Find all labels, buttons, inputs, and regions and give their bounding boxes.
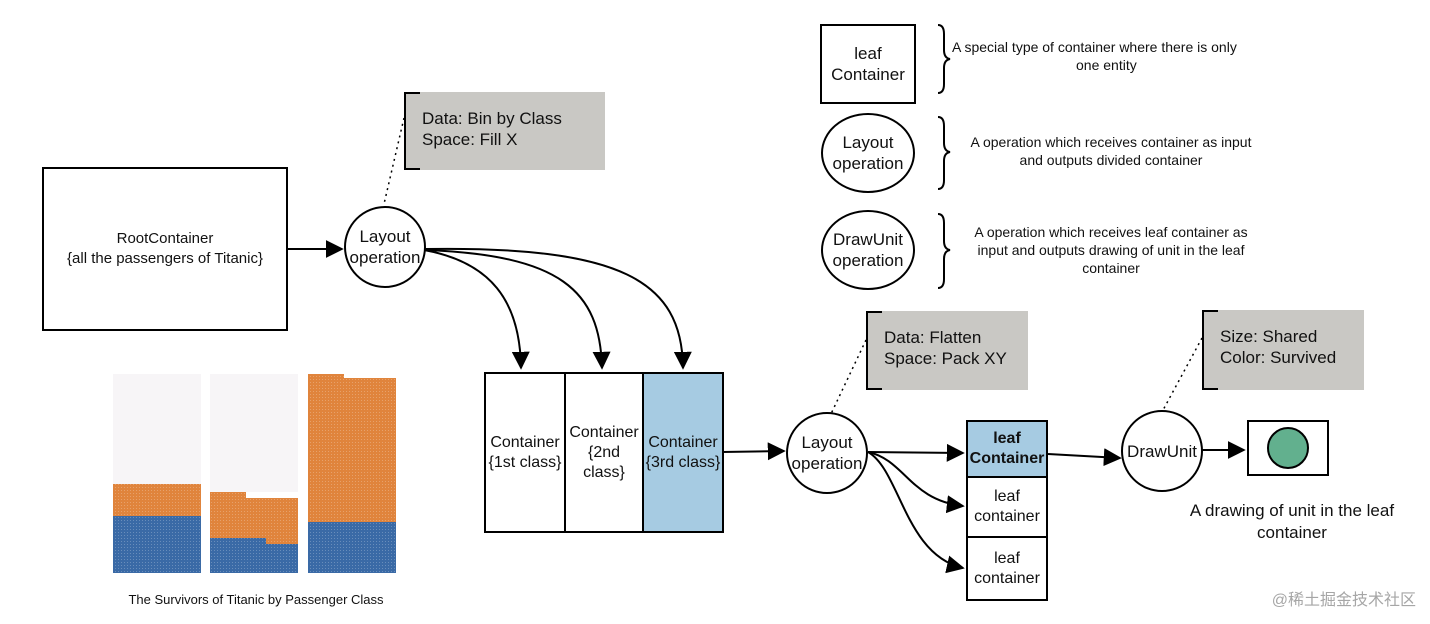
legend-leaf-line1: leaf: [854, 44, 882, 63]
arrow-layout-to-leaf-2: [867, 451, 965, 514]
note-bin-by-class: Data: Bin by Class Space: Fill X: [404, 92, 605, 170]
legend-layout-desc-line1: A operation which receives container as …: [970, 134, 1252, 150]
legend-leaf-desc-line2: one entity: [1076, 57, 1137, 73]
note-3-bracket: [1202, 310, 1218, 390]
leaf-container-highlighted: leaf Container: [966, 420, 1048, 478]
unit-caption: A drawing of unit in the leaf container: [1170, 500, 1414, 544]
drawunit-operation-label: DrawUnit: [1127, 441, 1197, 461]
layout-operation-2-line2: operation: [791, 454, 863, 473]
leaf-2-line1: leaf: [994, 488, 1020, 505]
legend-layout-line1: Layout: [842, 133, 894, 152]
root-container-subtitle: {all the passengers of Titanic}: [67, 250, 263, 267]
note-flatten: Data: Flatten Space: Pack XY: [866, 311, 1028, 390]
arrow-layout-to-container-2: [424, 249, 611, 370]
chart-caption: The Survivors of Titanic by Passenger Cl…: [128, 592, 384, 607]
legend-leaf-container-symbol: leaf Container: [820, 24, 916, 104]
class-2-dot-texture: [210, 492, 298, 573]
leaf-container-3: leaf container: [966, 536, 1048, 601]
class-2-empty-area: [210, 374, 298, 492]
container-3-line2: {3rd class}: [645, 453, 721, 471]
legend-drawunit-desc-line2: input and outputs drawing of unit in the…: [977, 242, 1245, 258]
note-2-bracket: [866, 311, 882, 390]
leaf-2-line2: container: [974, 508, 1040, 525]
legend-layout-line2: operation: [832, 154, 904, 173]
leaf-3-line1: leaf: [994, 549, 1020, 567]
arrow-container-to-layout-2: [721, 442, 786, 461]
arrow-layout-to-container-1: [423, 249, 530, 370]
class-1-empty-area: [113, 374, 201, 484]
container-3rd-class: Container {3rd class}: [642, 372, 724, 533]
arrow-layout-to-leaf-3: [867, 451, 965, 574]
arrow-layout-to-leaf-1: [867, 443, 965, 462]
root-container: RootContainer {all the passengers of Tit…: [42, 167, 288, 331]
brace-drawunit: [937, 213, 951, 289]
unit-caption-line1: A drawing of unit in the leaf: [1189, 501, 1395, 520]
container-2-line1: Container: [569, 423, 639, 441]
note-2-leader: [829, 339, 867, 417]
container-1-line1: Container: [490, 433, 560, 451]
note-3-line1: Size: Shared: [1220, 327, 1318, 346]
layout-operation-2: Layout operation: [786, 412, 868, 494]
legend-drawunit-desc-line1: A operation which receives leaf containe…: [974, 224, 1248, 240]
leaf-1-line2: Container: [969, 450, 1045, 467]
layout-operation-2-line1: Layout: [801, 433, 853, 452]
note-1-bracket: [404, 92, 420, 170]
class-3-dot-texture: [308, 374, 396, 573]
container-2nd-class: Container {2nd class}: [564, 372, 644, 533]
legend-drawunit-line1: DrawUnit: [833, 230, 903, 249]
leaf-container-2: leaf container: [966, 476, 1048, 538]
class-1-dot-texture: [113, 484, 201, 573]
note-size-color: Size: Shared Color: Survived: [1202, 310, 1364, 390]
container-1-line2: {1st class}: [488, 453, 562, 471]
unit-caption-line2: container: [1257, 523, 1327, 542]
container-1st-class: Container {1st class}: [484, 372, 566, 533]
watermark: @稀土掘金技术社区: [1271, 592, 1416, 609]
arrow-layout-to-container-3: [424, 247, 692, 370]
legend-drawunit-line2: operation: [832, 251, 904, 270]
legend-drawunit-operation-symbol: DrawUnit operation: [821, 210, 915, 290]
drawunit-operation: DrawUnit: [1121, 410, 1203, 492]
brace-layout: [937, 116, 951, 190]
layout-operation-1: Layout operation: [344, 206, 426, 288]
legend-leaf-desc-line1: A special type of container where there …: [952, 39, 1237, 55]
layout-operation-1-line2: operation: [349, 248, 421, 267]
note-2-line2: Space: Pack XY: [884, 349, 1007, 368]
legend-leaf-description: A special type of container where there …: [952, 38, 1270, 74]
brace-leaf: [937, 24, 951, 94]
leaf-1-line1: leaf: [993, 430, 1021, 447]
legend-layout-description: A operation which receives container as …: [952, 133, 1270, 169]
container-2-line2: {2nd class}: [583, 443, 625, 481]
layout-operation-1-line1: Layout: [359, 227, 411, 246]
root-container-title: RootContainer: [116, 230, 214, 247]
legend-drawunit-desc-line3: container: [1082, 260, 1140, 276]
note-3-leader: [1161, 337, 1203, 413]
legend-drawunit-description: A operation which receives leaf containe…: [952, 223, 1270, 277]
note-1-leader: [383, 117, 405, 205]
arrow-leaf-to-drawunit: [1047, 448, 1122, 467]
note-1-line1: Data: Bin by Class: [422, 109, 562, 128]
note-2-line1: Data: Flatten: [884, 328, 982, 347]
legend-layout-desc-line2: and outputs divided container: [1019, 152, 1203, 168]
leaf-3-line2: container: [974, 569, 1040, 587]
legend-leaf-line2: Container: [831, 65, 905, 84]
titanic-unit-chart: [113, 374, 396, 573]
note-3-line2: Color: Survived: [1220, 348, 1337, 367]
unit-circle: [1267, 427, 1309, 469]
legend-layout-operation-symbol: Layout operation: [821, 113, 915, 193]
container-3-line1: Container: [648, 433, 718, 451]
note-1-line2: Space: Fill X: [422, 130, 518, 149]
